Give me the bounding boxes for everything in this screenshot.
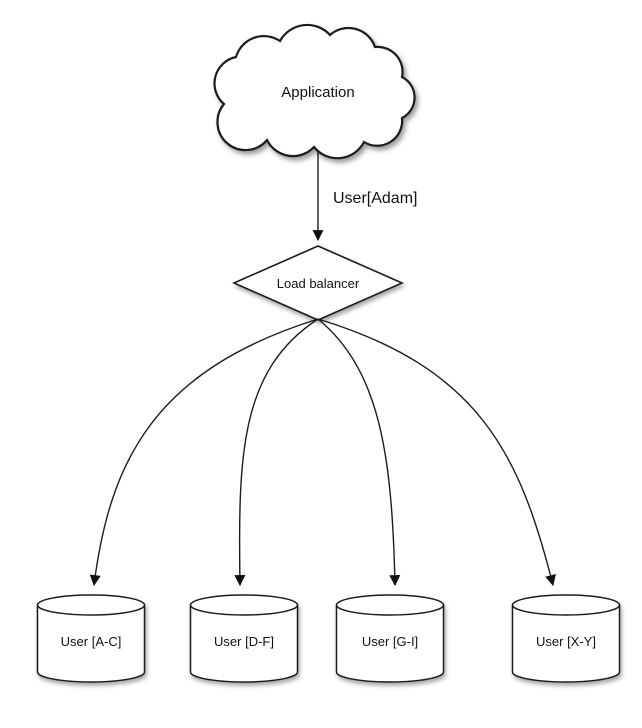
edge-lb-to-shard-d-f xyxy=(234,318,319,587)
diamond-shape xyxy=(232,245,404,321)
shard-label: User [D-F] xyxy=(214,634,274,649)
cylinder-rim xyxy=(511,604,621,616)
cylinder-body xyxy=(335,594,445,683)
cloud-shape xyxy=(213,23,416,160)
shard-cylinder-d-f: User [D-F] xyxy=(189,594,299,683)
cylinder-rim xyxy=(189,604,299,616)
shard-label: User [G-I] xyxy=(362,634,418,649)
edge-lb-to-shard-x-y xyxy=(317,318,556,587)
cylinder-body xyxy=(189,594,299,683)
cylinder-rim xyxy=(335,604,445,616)
edge-user-adam-label: User[Adam] xyxy=(333,190,417,207)
load-balancer-diamond-node: Load balancer xyxy=(232,245,404,321)
shard-label: User [X-Y] xyxy=(536,634,596,649)
shard-cylinder-a-c: User [A-C] xyxy=(36,594,146,683)
edge-lb-to-shard-g-i xyxy=(317,318,401,587)
shard-cylinder-g-i: User [G-I] xyxy=(335,594,445,683)
load-balancer-label: Load balancer xyxy=(277,276,360,291)
cylinder-rim xyxy=(36,604,146,616)
cylinder-body xyxy=(36,594,146,683)
application-label: Application xyxy=(281,84,354,101)
application-cloud-node: Application xyxy=(213,23,416,160)
shard-label: User [A-C] xyxy=(61,634,122,649)
shard-cylinder-x-y: User [X-Y] xyxy=(511,594,621,683)
edge-lb-to-shard-a-c xyxy=(89,318,319,587)
cylinder-body xyxy=(511,594,621,683)
